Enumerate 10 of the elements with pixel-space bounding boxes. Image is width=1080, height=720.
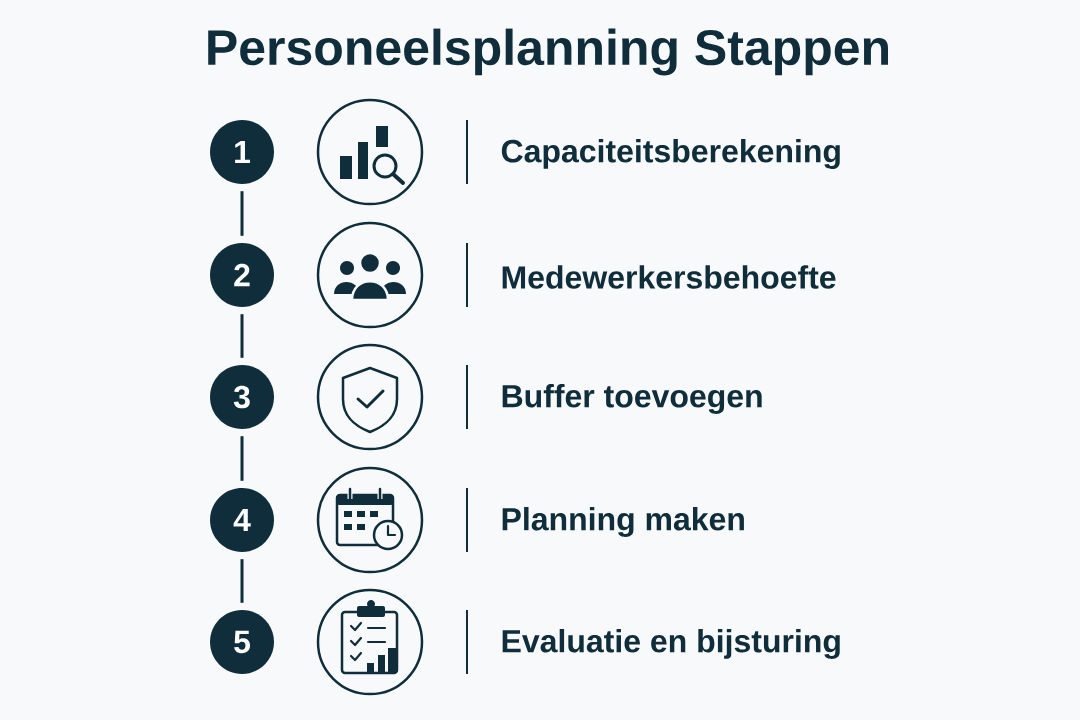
connector-line	[240, 191, 244, 236]
connector-line	[240, 314, 244, 358]
title: Personeelsplanning Stappen	[208, 28, 888, 76]
step-label: Evaluatie en bijsturing	[502, 629, 840, 659]
step-label: Capaciteitsberekening	[501, 139, 840, 169]
connector-line	[240, 559, 244, 603]
step-label: Planning maken	[502, 507, 744, 537]
step-label: Buffer toevoegen	[502, 384, 762, 414]
connector-line	[240, 436, 244, 481]
step-label: Medewerkersbehoefte	[502, 265, 836, 289]
